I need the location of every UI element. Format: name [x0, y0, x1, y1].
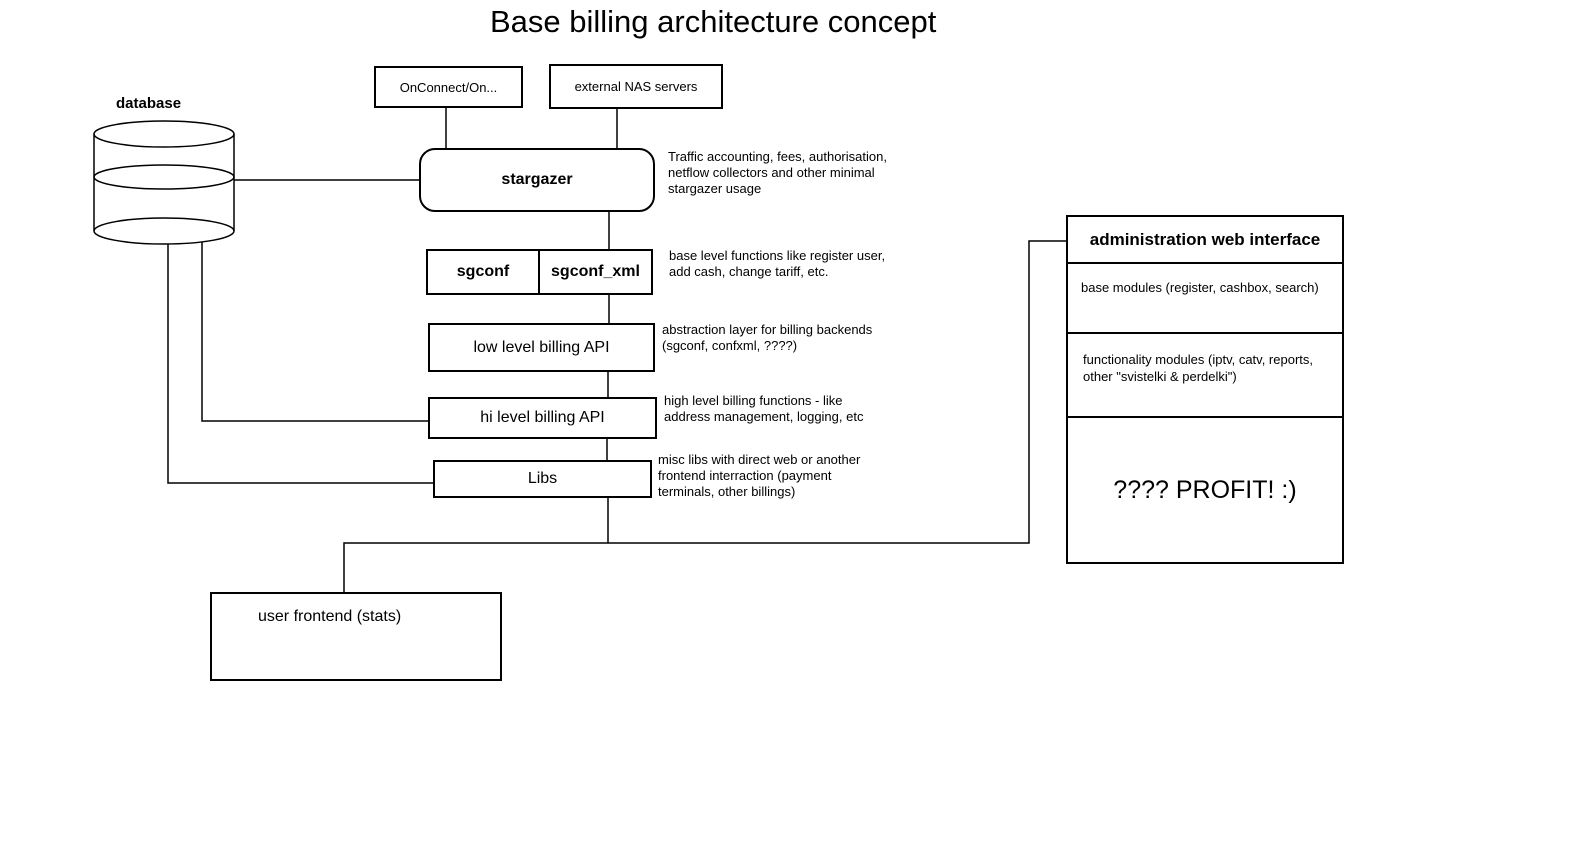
- admin-base-modules: base modules (register, cashbox, search): [1068, 264, 1342, 334]
- node-low-level-billing-api-label: low level billing API: [473, 338, 610, 356]
- node-sgconf-xml: sgconf_xml: [540, 251, 651, 293]
- database-cylinder-icon: [93, 120, 235, 245]
- node-low-level-billing-api: low level billing API: [428, 323, 655, 372]
- node-hi-level-billing-api-label: hi level billing API: [480, 409, 605, 426]
- node-stargazer: stargazer: [419, 148, 655, 212]
- node-sgconf: sgconf: [428, 251, 540, 293]
- node-sgconf-group: sgconf sgconf_xml: [426, 249, 653, 295]
- node-sgconf-xml-label: sgconf_xml: [551, 263, 640, 280]
- node-onconnect-label: OnConnect/On...: [399, 79, 498, 95]
- node-external-nas: external NAS servers: [549, 64, 723, 109]
- admin-profit: ???? PROFIT! :): [1113, 475, 1297, 504]
- node-stargazer-label: stargazer: [501, 171, 573, 188]
- note-low-level-billing-api: abstraction layer for billing backends (…: [662, 322, 873, 353]
- admin-header: administration web interface: [1068, 217, 1342, 264]
- node-admin-web-interface: administration web interface base module…: [1066, 215, 1344, 564]
- node-onconnect: OnConnect/On...: [374, 66, 523, 108]
- node-user-frontend: user frontend (stats): [210, 592, 502, 681]
- admin-functionality-modules: functionality modules (iptv, catv, repor…: [1068, 334, 1342, 418]
- diagram-title: Base billing architecture concept: [490, 4, 937, 39]
- node-user-frontend-label: user frontend (stats): [258, 608, 402, 625]
- node-libs: Libs: [433, 460, 652, 498]
- note-libs: misc libs with direct web or another fro…: [658, 452, 861, 499]
- node-hi-level-billing-api: hi level billing API: [428, 397, 657, 439]
- note-stargazer: Traffic accounting, fees, authorisation,…: [668, 149, 887, 196]
- database-label: database: [116, 95, 182, 112]
- note-sgconf: base level functions like register user,…: [669, 248, 886, 279]
- note-hi-level-billing-api: high level billing functions - like addr…: [664, 393, 864, 424]
- node-external-nas-label: external NAS servers: [574, 79, 698, 94]
- node-sgconf-label: sgconf: [456, 263, 510, 280]
- node-libs-label: Libs: [527, 470, 558, 487]
